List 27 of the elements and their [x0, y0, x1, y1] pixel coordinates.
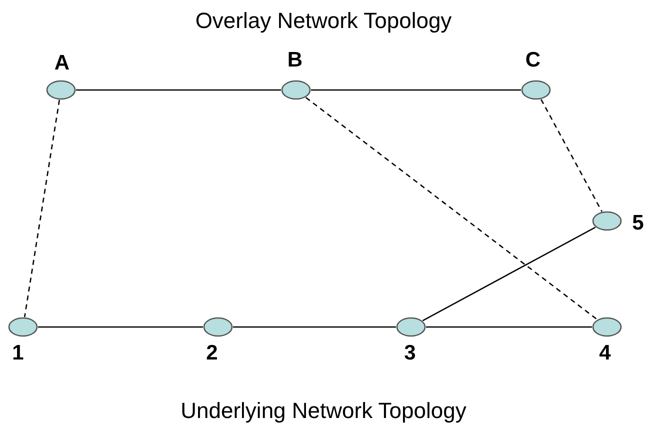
dashed-link-line: [540, 99, 602, 212]
node-ellipse: [592, 211, 622, 231]
node-label: 5: [632, 212, 644, 234]
node-ellipse: [203, 317, 233, 337]
link-line: [311, 89, 521, 91]
node-ellipse: [396, 317, 426, 337]
node-label: 4: [599, 342, 611, 364]
node-label: 3: [404, 342, 416, 364]
link-line: [426, 326, 592, 328]
node-ellipse: [46, 80, 76, 100]
diagram-caption: Underlying Network Topology: [180, 398, 466, 424]
node-label: C: [525, 50, 541, 70]
node-label: B: [287, 50, 303, 70]
node-label: 1: [12, 342, 24, 364]
dashed-link-line: [24, 100, 60, 318]
diagram-title: Overlay Network Topology: [195, 8, 452, 34]
link-line: [38, 326, 203, 328]
link-line: [233, 326, 396, 328]
node-ellipse: [8, 317, 38, 337]
dashed-link-line: [305, 97, 598, 320]
node-ellipse: [281, 80, 311, 100]
link-line: [76, 89, 281, 91]
node-label: 2: [206, 342, 218, 364]
node-label: A: [54, 52, 70, 74]
node-ellipse: [521, 80, 551, 100]
node-ellipse: [592, 317, 622, 337]
link-line: [422, 226, 596, 322]
